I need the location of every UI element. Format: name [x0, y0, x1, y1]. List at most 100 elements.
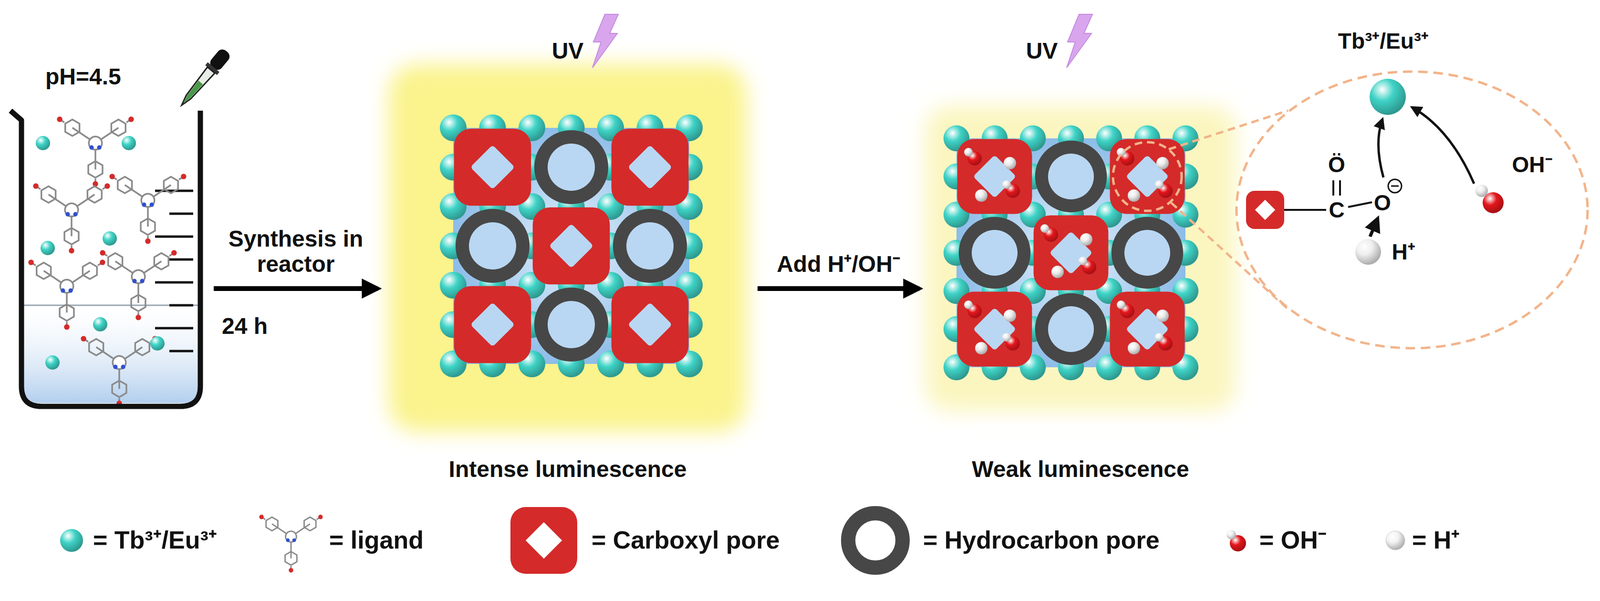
mof-crystal [943, 125, 1199, 381]
carboxyl-pore [454, 286, 532, 364]
sphere [1226, 529, 1237, 540]
nitrogen-atom [292, 538, 297, 543]
ring [65, 119, 80, 136]
carboxyl-pore [957, 291, 1033, 367]
ring [140, 218, 156, 236]
oxygen-atom [68, 248, 75, 254]
legend-swatch [60, 529, 84, 552]
pore-opening [1048, 306, 1094, 353]
nitrogen-atom [149, 202, 154, 208]
legend-text: = ligand [329, 526, 424, 554]
hydrocarbon-pore [534, 287, 609, 362]
oxygen-atom [56, 116, 63, 123]
node-caption: pH=4.5 [45, 63, 210, 90]
sphere [975, 342, 988, 355]
hydrocarbon-pore [455, 208, 530, 283]
arrow-label: Add H⁺/OH⁻ [752, 251, 925, 278]
carboxyl-pore [1110, 139, 1185, 215]
hydrocarbon-pore [1111, 217, 1184, 289]
dropper [176, 46, 233, 111]
ring [117, 176, 133, 194]
graduation [155, 327, 194, 330]
nitrogen-atom [141, 202, 146, 208]
carboxyl-pore [1246, 190, 1285, 229]
ring [36, 262, 52, 280]
imidazole-ring [285, 531, 297, 543]
oxygen-atom [63, 324, 70, 331]
ion-label: Tb³⁺/Eu³⁺ [1338, 29, 1429, 54]
bond [1348, 202, 1372, 208]
ring [135, 339, 150, 356]
oxygen-atom [28, 259, 34, 266]
pore-opening [525, 522, 562, 559]
beaker-outline [10, 110, 201, 407]
legend-swatch [510, 507, 578, 574]
sphere [121, 135, 136, 151]
nitrogen-atom [89, 145, 94, 150]
imidazole-ring [60, 279, 74, 293]
ring [112, 380, 127, 398]
sphere [1002, 180, 1011, 189]
oxygen-atom [128, 116, 135, 123]
legend-swatch [848, 513, 903, 568]
graduation [169, 258, 194, 261]
oxygen-atom [318, 514, 323, 520]
pore-opening [547, 301, 595, 349]
carboxyl-pore [1033, 215, 1109, 291]
sphere [40, 240, 55, 256]
sphere [102, 231, 117, 246]
oxygen-atom [99, 259, 106, 266]
hydrocarbon-pore [534, 130, 609, 205]
ligand-molecule [259, 514, 323, 573]
hydrocarbon-pore [1035, 293, 1107, 365]
sphere [1078, 256, 1088, 266]
bond [1332, 180, 1335, 196]
pore-background [956, 138, 1186, 368]
sphere [964, 300, 973, 310]
dropper-tube [177, 67, 215, 109]
oxygen-atom [288, 568, 294, 573]
oxygen-atom [32, 183, 39, 189]
pore-opening [547, 143, 595, 191]
legend-text: = H⁺ [1412, 526, 1460, 554]
ligand-molecule [28, 259, 105, 330]
carboxyl-pore [957, 139, 1033, 215]
oxygen-atom [80, 335, 87, 342]
ring [154, 253, 169, 271]
arrow-label: Synthesis in reactor [214, 226, 377, 278]
ion-label: H⁺ [1391, 239, 1415, 265]
sphere [1156, 156, 1169, 170]
nitrogen-atom [132, 279, 137, 284]
nitrogen-atom [68, 288, 73, 293]
legend-text: = OH⁻ [1259, 526, 1327, 554]
oxygen-atom [171, 249, 177, 256]
oxygen-atom [135, 314, 142, 321]
imidazole-ring [141, 193, 155, 208]
graduation [169, 212, 194, 216]
ring [87, 186, 102, 204]
ligand-molecule [99, 249, 177, 321]
process-arrow [757, 286, 920, 291]
weak-panel: Weak luminescence [923, 102, 1238, 486]
sphere [1127, 189, 1141, 202]
protonation-arrow [1370, 218, 1378, 237]
ring [266, 517, 279, 531]
uv-lightning [1066, 14, 1093, 68]
ring [89, 339, 104, 356]
ion-label: OH⁻ [1512, 152, 1553, 177]
nitrogen-atom [113, 364, 118, 370]
graduation [169, 350, 194, 353]
bond [1284, 208, 1327, 211]
pore-opening [626, 222, 674, 270]
oxygen-atom [145, 238, 151, 245]
atom-label: Ö [1328, 152, 1346, 177]
sphere [964, 147, 973, 157]
zoom-circle [1112, 142, 1182, 211]
sphere [1154, 180, 1164, 189]
ligand-molecule [80, 335, 158, 406]
ligand-molecule [56, 116, 134, 187]
graduation [155, 235, 194, 239]
carboxyl-pore [611, 128, 689, 207]
sphere [1003, 309, 1017, 323]
